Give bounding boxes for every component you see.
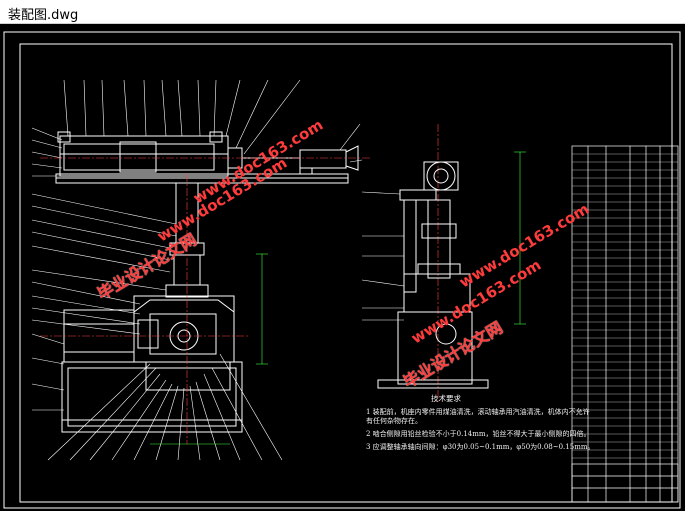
note-2: 2 啮合侧隙用铅丝检验不小于0.14mm，铅丝不得大于最小侧隙的四倍。 xyxy=(366,430,591,438)
cad-drawing xyxy=(3,31,681,509)
parts-list xyxy=(571,145,679,503)
gripper xyxy=(299,149,347,169)
title-bar: 装配图.dwg xyxy=(0,0,685,24)
notes-title: 技术要求 xyxy=(431,394,461,403)
technical-notes: 技术要求 1 装配前，机座内零件用煤油清洗，滚动轴承用汽油清洗，机体内不允许有任… xyxy=(366,394,596,456)
machine-base xyxy=(61,361,243,433)
side-gripper xyxy=(426,161,456,191)
side-column xyxy=(427,199,451,279)
note-1: 1 装配前，机座内零件用煤油清洗，滚动轴承用汽油清洗，机体内不允许有任何杂物存在… xyxy=(366,408,590,425)
side-gearbox xyxy=(397,311,473,385)
gearbox xyxy=(133,295,235,363)
note-3: 3 应调整轴承轴向间隙：φ30为0.05~0.1mm，φ50为0.08~0.15… xyxy=(366,443,595,451)
window-title: 装配图.dwg xyxy=(8,8,79,23)
drawing-frame xyxy=(19,43,673,503)
sheet-border xyxy=(3,31,681,509)
drawing-canvas[interactable]: 技术要求 1 装配前，机座内零件用煤油清洗，滚动轴承用汽油清洗，机体内不允许有任… xyxy=(0,24,685,511)
